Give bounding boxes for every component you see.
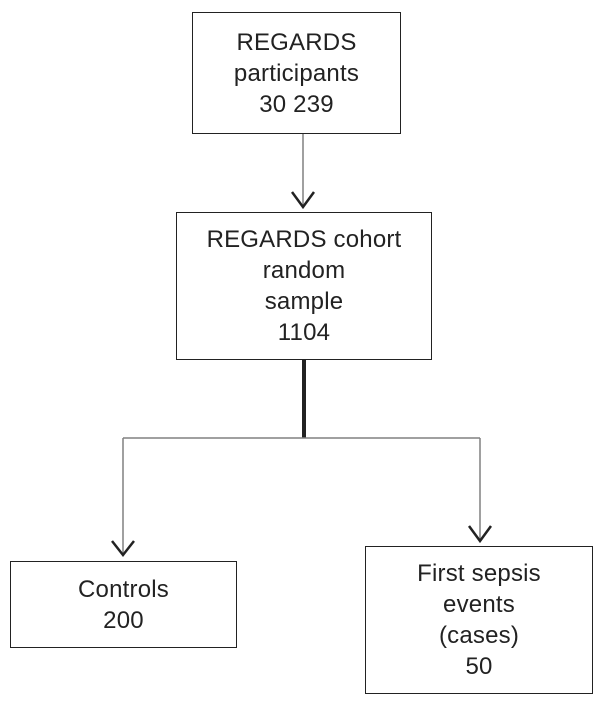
node-label: REGARDS cohort random sample 1104: [207, 224, 402, 348]
node-line: participants: [233, 59, 360, 87]
node-label: Controls 200: [78, 574, 169, 636]
arrowhead-cases: [467, 525, 493, 544]
node-count: 1104: [277, 319, 331, 346]
node-line: sample: [264, 288, 344, 315]
node-controls: Controls 200: [10, 561, 237, 648]
node-label: REGARDS participants 30 239: [234, 27, 359, 120]
node-cohort-random-sample: REGARDS cohort random sample 1104: [176, 212, 432, 360]
arrowhead-controls: [111, 540, 135, 558]
node-line: REGARDS cohort: [206, 226, 402, 253]
node-count: 50: [465, 653, 493, 680]
node-line: REGARDS: [236, 28, 357, 56]
node-label: First sepsis events (cases) 50: [417, 558, 541, 682]
node-sepsis-cases: First sepsis events (cases) 50: [365, 546, 593, 694]
node-line: events: [443, 591, 515, 618]
node-line: (cases): [438, 622, 520, 649]
node-regards-participants: REGARDS participants 30 239: [192, 12, 401, 134]
node-line: Controls: [78, 575, 169, 603]
node-line: random: [262, 257, 346, 284]
arrowhead-sample: [290, 191, 316, 210]
node-count: 200: [103, 606, 144, 634]
node-line: First sepsis: [417, 560, 541, 587]
node-count: 30 239: [259, 90, 334, 118]
